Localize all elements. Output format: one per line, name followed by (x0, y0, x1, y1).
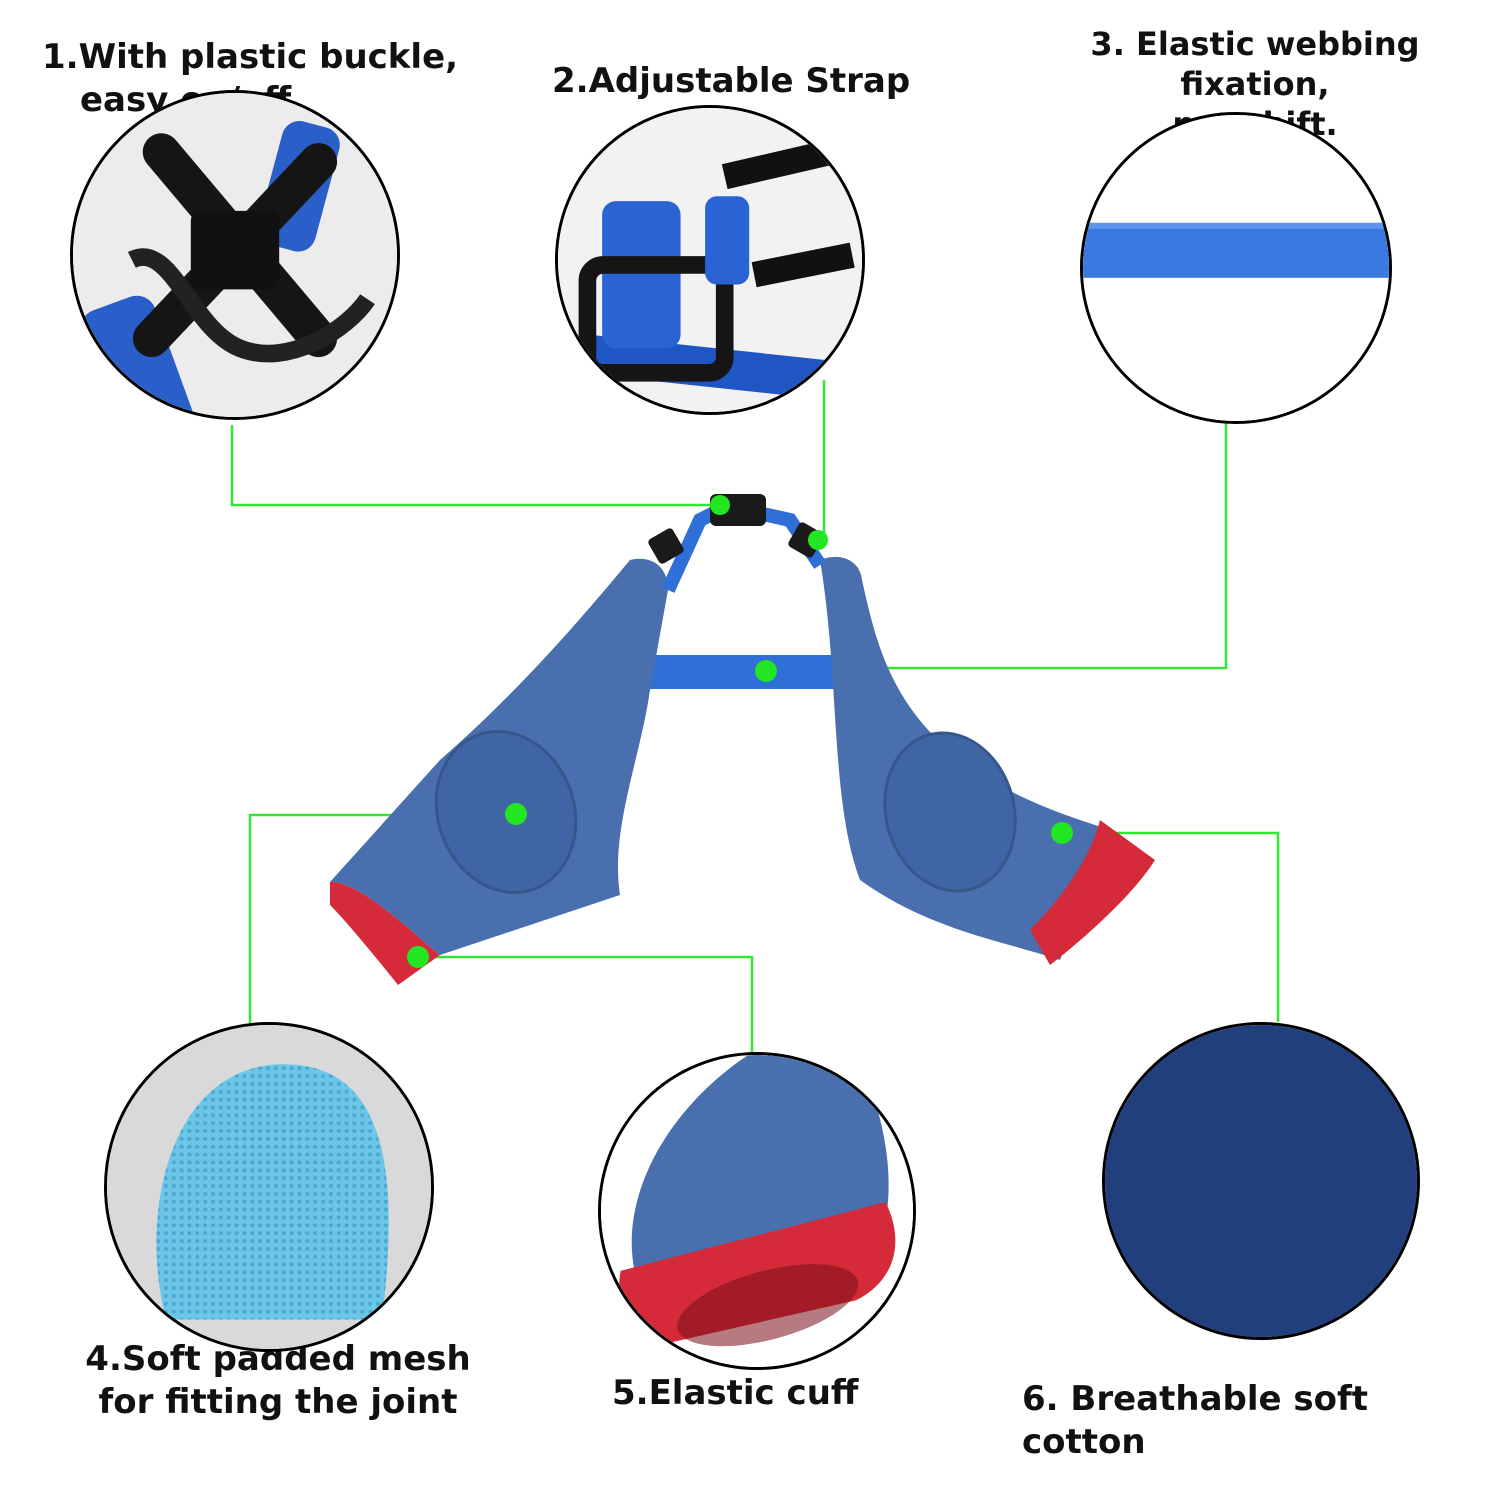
buckle-icon (73, 93, 397, 417)
connector-1 (230, 425, 720, 507)
callout-dot-4 (505, 803, 527, 825)
feature-5-label: 5.Elastic cuff (612, 1373, 859, 1413)
callout-dot-2 (808, 530, 828, 550)
mesh-closeup (104, 1022, 434, 1352)
feature-2-label: 2.Adjustable Strap (552, 61, 911, 101)
elastic-webbing (650, 655, 840, 689)
cuff-closeup (598, 1052, 916, 1370)
connector-6 (1062, 831, 1280, 1022)
cotton-closeup (1102, 1022, 1420, 1340)
cuff-icon (601, 1055, 913, 1367)
strap-closeup (555, 105, 865, 415)
cotton-fabric-icon (1105, 1025, 1417, 1337)
callout-dot-1 (710, 495, 730, 515)
feature-6-label: 6. Breathable soft cotton (1022, 1379, 1369, 1462)
webbing-closeup (1080, 112, 1392, 424)
buckle-closeup (70, 90, 400, 420)
right-cuff (1030, 820, 1155, 965)
mesh-pad-icon (107, 1025, 431, 1349)
webbing-icon (1083, 115, 1389, 421)
callout-dot-5 (407, 946, 429, 968)
callout-dot-6 (1051, 822, 1073, 844)
connector-5 (420, 955, 754, 1052)
right-pad (883, 731, 1017, 893)
feature-4-label: 4.Soft padded mesh for fitting the joint (85, 1339, 471, 1422)
left-slider (648, 528, 684, 564)
strap-icon (558, 108, 862, 412)
right-sleeve (820, 556, 1110, 960)
callout-dot-3 (755, 660, 777, 682)
connector-3 (766, 420, 1228, 670)
